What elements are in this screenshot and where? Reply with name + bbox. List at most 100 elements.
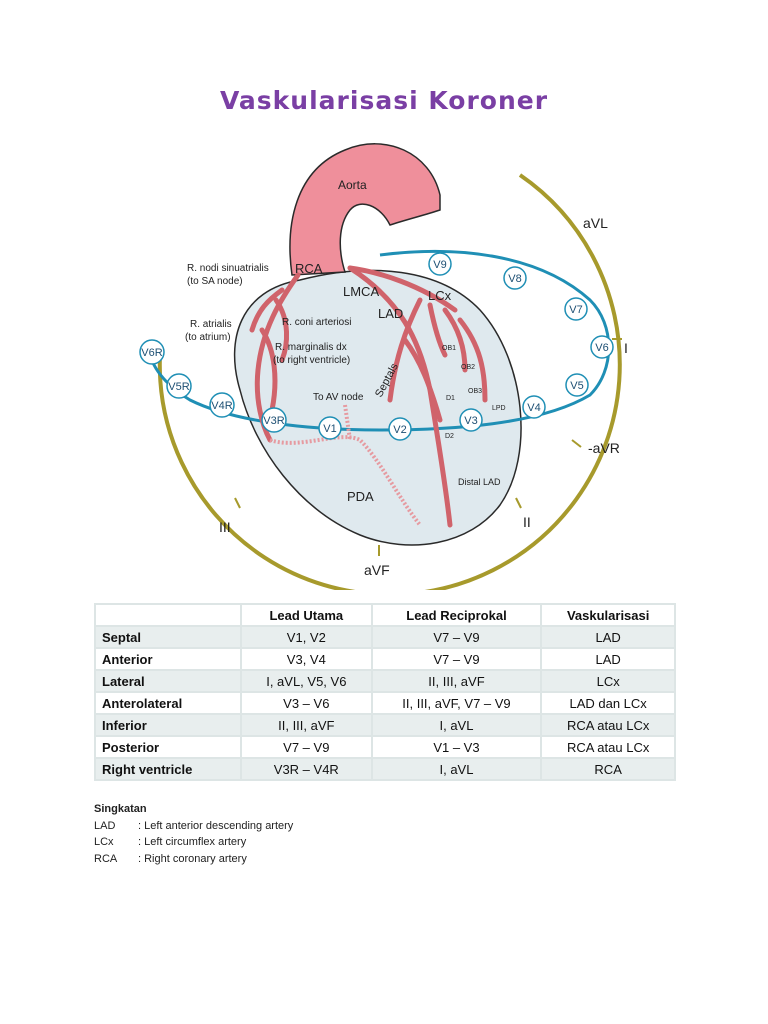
table-header-cell: Lead Reciprokal [370,603,543,627]
artery-branches [249,265,488,528]
sa-node-label: R. nodi sinuatrialis [187,263,269,274]
lead-label-v7: V7 [569,304,582,316]
table-header-cell [94,603,242,627]
table-cell: V3R – V4R [240,757,373,781]
table-header-row: Lead Utama Lead Reciprokal Vaskularisasi [94,603,676,627]
lead-v3r: V3R [261,407,287,433]
lcx-label: LCx [428,288,452,303]
coni-label: R. coni arteriosi [282,317,351,328]
table-row: Lateral I, aVL, V5, V6 II, III, aVF LCx [94,669,676,693]
table-cell: II, III, aVF [240,713,373,737]
row-heading: Right ventricle [94,757,242,781]
note-desc: : Left circumflex artery [138,836,247,848]
lead-bubble [565,373,589,397]
row-heading: Posterior [94,735,242,759]
lad-label: LAD [378,306,403,321]
lead-label-v5: V5 [570,380,583,392]
lead-bubble [209,392,235,418]
table-cell: RCA atau LCx [540,735,676,759]
limb-lead-ii: II [523,514,531,530]
table-cell: V7 – V9 [370,625,543,649]
table-row: Anterolateral V3 – V6 II, III, aVF, V7 –… [94,691,676,715]
precordial-lead-ring [148,249,611,432]
lead-label-v5r: V5R [168,381,189,393]
note-desc: : Right coronary artery [138,852,247,865]
table-row: Posterior V7 – V9 V1 – V3 RCA atau LCx [94,735,676,759]
lead-label-v2: V2 [393,424,406,436]
note-abbr: LAD [94,819,116,832]
lead-bubble [564,297,588,321]
limb-lead-arc [157,173,622,590]
lead-v1: V1 [318,416,342,440]
aorta-label: Aorta [338,178,367,192]
table-cell: LCx [540,669,676,693]
row-heading: Anterolateral [94,691,242,715]
coronary-diagram: Aorta RCA LMCA LCx LAD R. nodi sinuatria… [139,143,628,590]
lead-label-v4r: V4R [211,400,232,412]
note-desc: : Left anterior descending artery [138,819,294,832]
sa-node-sub-label: (to SA node) [187,276,243,287]
ob1-label: OB1 [442,345,456,352]
lead-v7: V7 [564,297,588,321]
table-cell: V3 – V6 [240,691,373,715]
lead-label-v6: V6 [595,342,608,354]
pda-artery [269,435,422,527]
table-header-cell: Vaskularisasi [540,603,676,627]
table-cell: V3, V4 [240,647,373,671]
lead-label-v4: V4 [527,402,540,414]
note-item: RCA: Right coronary artery [94,851,293,868]
table-row: Inferior II, III, aVF I, aVL RCA atau LC… [94,713,676,737]
heart-outline [233,269,522,546]
lead-bubble [522,395,546,419]
table-row: Anterior V3, V4 V7 – V9 LAD [94,647,676,671]
row-heading: Anterior [94,647,242,671]
limb-lead-avf: aVF [364,562,390,578]
av-node-branch [343,404,352,441]
limb-lead-neg-avr: -aVR [588,440,620,456]
av-node-label: To AV node [313,392,364,403]
lead-v6r: V6R [139,339,165,365]
note-item: LAD : Left anterior descending artery [94,818,293,835]
lead-bubble [261,407,287,433]
ob3-label: OB3 [468,388,482,395]
d2-label: D2 [445,433,454,440]
lead-table: Lead Utama Lead Reciprokal Vaskularisasi… [94,603,676,781]
pda-label: PDA [347,489,374,504]
table-cell: V1 – V3 [370,735,543,759]
note-item: LCx: Left circumflex artery [94,834,293,851]
marginalis-sub-label: (to right ventricle) [273,355,350,366]
lead-label-v1: V1 [323,423,336,435]
lead-v8: V8 [503,266,527,290]
table-row: Septal V1, V2 V7 – V9 LAD [94,625,676,649]
lmca-label: LMCA [343,284,379,299]
table-cell: V1, V2 [240,625,373,649]
lead-v2: V2 [388,417,412,441]
lead-v4r: V4R [209,392,235,418]
lead-bubble [318,416,342,440]
table-cell: II, III, aVF, V7 – V9 [370,691,543,715]
lead-bubble [503,266,527,290]
abbreviation-notes: Singkatan LAD : Left anterior descending … [94,801,293,867]
page-title: Vaskularisasi Koroner [219,86,549,115]
rca-label: RCA [295,261,323,276]
row-heading: Septal [94,625,242,649]
d1-label: D1 [446,395,455,402]
notes-heading: Singkatan [94,803,147,815]
lead-bubble [166,373,192,399]
lead-bubble [459,408,483,432]
table-cell: RCA atau LCx [540,713,676,737]
table-cell: V7 – V9 [370,647,543,671]
lead-label-v6r: V6R [141,347,162,359]
table-cell: RCA [540,757,676,781]
lead-v4: V4 [522,395,546,419]
lead-label-v8: V8 [508,273,521,285]
table-cell: LAD [540,625,676,649]
table-cell: I, aVL [370,757,543,781]
lead-bubble [590,335,614,359]
row-heading: Inferior [94,713,242,737]
ob2-label: OB2 [461,364,475,371]
lead-label-v9: V9 [433,259,446,271]
lead-label-v3r: V3R [263,415,284,427]
table-cell: I, aVL [370,713,543,737]
lead-v5r: V5R [166,373,192,399]
